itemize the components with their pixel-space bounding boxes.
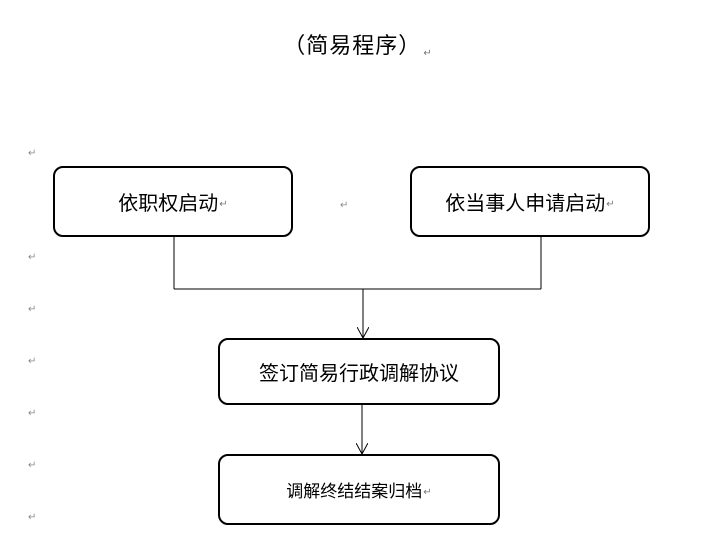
paragraph-mark: ↵ bbox=[28, 408, 37, 419]
node-ex-officio: 依职权启动↵ bbox=[53, 166, 293, 237]
paragraph-mark: ↵ bbox=[219, 199, 228, 210]
node-sign-agreement: 签订简易行政调解协议 bbox=[218, 338, 500, 405]
node-close-archive-label: 调解终结结案归档 bbox=[286, 482, 423, 502]
paragraph-mark: ↵ bbox=[28, 356, 37, 367]
paragraph-mark: ↵ bbox=[28, 460, 37, 471]
node-party-application: 依当事人申请启动↵ bbox=[410, 166, 650, 237]
paragraph-mark: ↵ bbox=[28, 148, 37, 159]
paragraph-mark: ↵ bbox=[423, 48, 433, 59]
node-sign-agreement-label: 签订简易行政调解协议 bbox=[259, 361, 459, 385]
paragraph-mark: ↵ bbox=[606, 199, 615, 210]
title-text: （简易程序） bbox=[283, 34, 422, 59]
paragraph-mark: ↵ bbox=[423, 487, 432, 498]
node-ex-officio-label: 依职权启动 bbox=[118, 191, 219, 215]
paragraph-mark: ↵ bbox=[28, 252, 37, 263]
node-party-application-label: 依当事人申请启动 bbox=[445, 191, 606, 215]
paragraph-mark: ↵ bbox=[28, 304, 37, 315]
paragraph-mark: ↵ bbox=[340, 200, 349, 211]
node-close-archive: 调解终结结案归档↵ bbox=[218, 454, 500, 525]
diagram-title: （简易程序）↵ bbox=[0, 28, 716, 60]
paragraph-mark: ↵ bbox=[28, 512, 37, 523]
